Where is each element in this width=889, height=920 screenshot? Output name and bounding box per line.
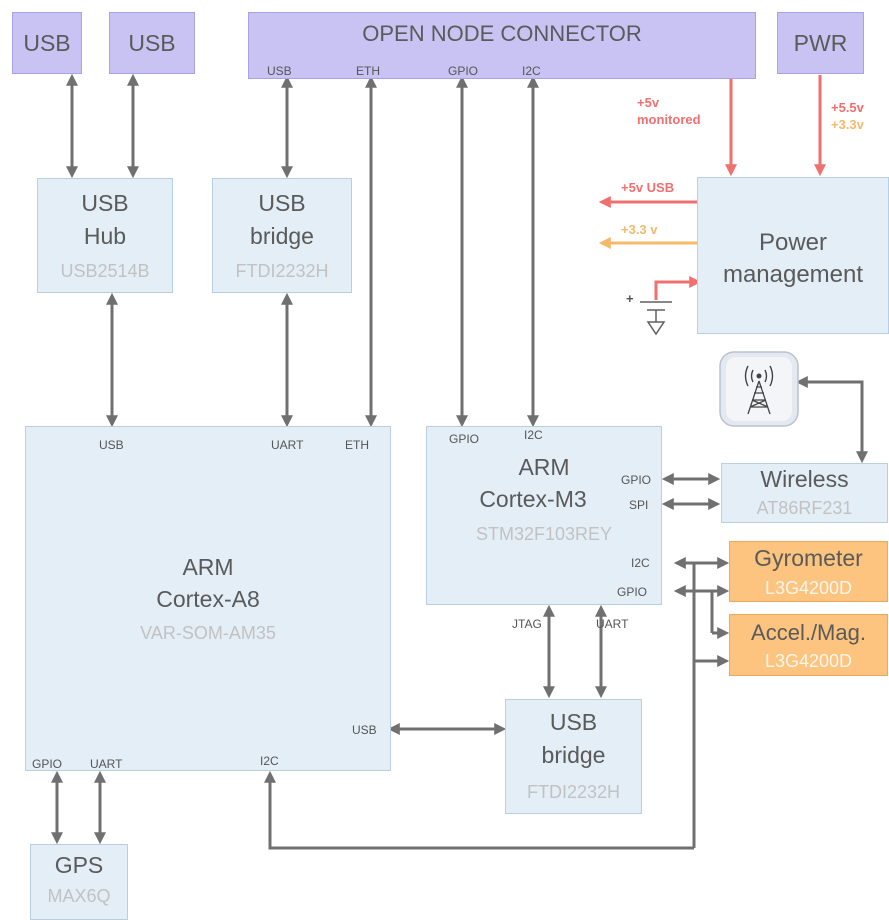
label-33v-in: +3.3v: [831, 117, 864, 132]
m3-pin-jtag: JTAG: [512, 617, 542, 631]
usb-hub: USB Hub USB2514B: [37, 178, 173, 293]
antenna-icon: [719, 351, 799, 427]
m3-pin-i2c-top: I2C: [524, 428, 543, 442]
a8-pin-i2c: I2C: [260, 754, 279, 768]
label-5v: +5v: [637, 95, 660, 110]
a8-pin-gpio: GPIO: [32, 757, 63, 771]
wire-battery: [654, 276, 702, 300]
label-battery-plus: +: [626, 291, 634, 306]
a8-pin-uart: UART: [271, 438, 304, 452]
gyrometer: Gyrometer L3G4200D: [729, 541, 888, 602]
label-33v-out: +3.3 v: [621, 222, 658, 237]
m3-pin-gpio-top: GPIO: [449, 432, 480, 446]
pwr-connector: PWR: [777, 12, 864, 74]
label-55v: +5.5v: [831, 100, 864, 115]
usb-bridge-top: USB bridge FTDI2232H: [212, 178, 352, 293]
onc-pin-eth: ETH: [356, 64, 380, 78]
m3-pin-i2c-right: I2C: [631, 556, 650, 570]
wire-antenna-wireless: [795, 376, 868, 464]
label-5v-usb-out: +5v USB: [621, 180, 675, 195]
a8-pin-usb: USB: [99, 438, 124, 452]
usb-bridge-bottom: USB bridge FTDI2232H: [505, 699, 642, 814]
battery-symbol: [640, 301, 672, 336]
label-5v-monitored: monitored: [637, 112, 701, 127]
a8-pin-eth: ETH: [345, 438, 369, 452]
arm-cortex-a8: USB UART ETH ARM Cortex-A8 VAR-SOM-AM35 …: [25, 426, 391, 771]
usb-port-1: USB: [12, 12, 82, 74]
a8-pin-usb-right: USB: [352, 723, 377, 737]
m3-pin-spi: SPI: [629, 498, 649, 512]
onc-pin-i2c: I2C: [522, 64, 541, 78]
onc-pin-usb: USB: [267, 64, 292, 78]
wireless-module: Wireless AT86RF231: [721, 463, 888, 523]
m3-pin-gpio-right-2: GPIO: [617, 585, 648, 599]
gps-module: GPS MAX6Q: [30, 844, 128, 920]
m3-pin-gpio-right: GPIO: [621, 473, 652, 487]
open-node-connector: OPEN NODE CONNECTOR USB ETH GPIO I2C: [248, 12, 756, 79]
onc-pin-gpio: GPIO: [448, 64, 479, 78]
usb-port-2: USB: [109, 12, 195, 74]
accelerometer-magnetometer: Accel./Mag. L3G4200D: [729, 614, 888, 676]
a8-pin-uart-bottom: UART: [90, 757, 123, 771]
wire-a8-i2c-bus: [264, 770, 694, 850]
power-management: Power management: [697, 177, 889, 334]
arm-cortex-m3: GPIO I2C ARM Cortex-M3 STM32F103REY GPIO…: [426, 426, 662, 631]
m3-pin-uart: UART: [596, 617, 629, 631]
